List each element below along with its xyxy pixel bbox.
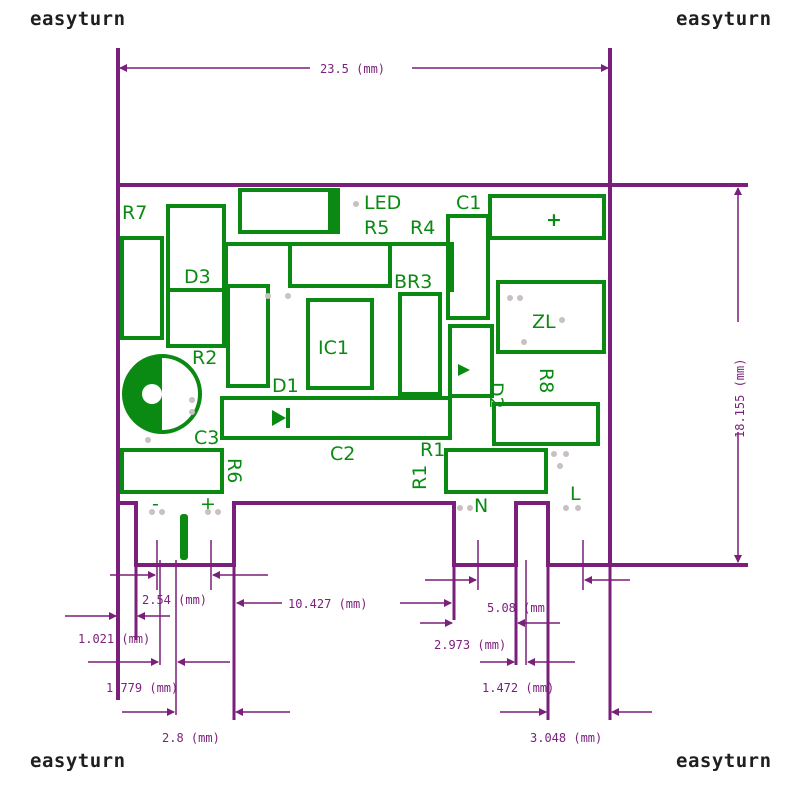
label-c1-plus: +	[546, 209, 562, 231]
d1-c2-footprint	[220, 396, 452, 440]
ic1-left-footprint	[226, 284, 270, 388]
r8-footprint	[492, 402, 600, 446]
r1-footprint	[444, 448, 548, 494]
zl-footprint	[496, 280, 606, 354]
pads	[145, 201, 581, 515]
label-d3: D3	[184, 266, 211, 288]
label-3-048: 3.048 (mm)	[530, 731, 602, 745]
board-outline	[116, 48, 748, 720]
dimension-width: 23.5 (mm)	[119, 62, 609, 76]
dimension-height: 18.155 (mm)	[733, 187, 747, 563]
label-2-54: 2.54 (mm)	[142, 593, 207, 607]
pcb-components: LED R7 D3 R5 R4 C1 + R2 IC1 BR3 ZL	[120, 188, 606, 560]
label-minus: -	[152, 493, 159, 515]
label-c3: C3	[194, 427, 219, 449]
label-br3: BR3	[394, 271, 432, 293]
bottom-dimensions: 2.54 (mm) 10.427 (mm) 1.021 (mm) 1.779 (…	[65, 540, 652, 745]
label-r7: R7	[122, 202, 147, 224]
watermark-top-left: easyturn	[30, 8, 126, 30]
label-r8: R8	[535, 368, 557, 393]
d1-diode-symbol	[272, 410, 286, 426]
r7-footprint	[120, 236, 164, 340]
watermark-top-right: easyturn	[676, 8, 772, 30]
led-footprint	[238, 188, 340, 234]
label-r1-b: R1	[409, 465, 431, 490]
label-r6: R6	[223, 458, 245, 483]
label-c2: C2	[330, 443, 355, 465]
pin-bar	[180, 514, 188, 560]
label-height: 18.155 (mm)	[733, 359, 747, 438]
label-2-973: 2.973 (mm)	[434, 638, 506, 652]
label-1-021: 1.021 (mm)	[78, 632, 150, 646]
label-n: N	[474, 495, 488, 517]
label-d1: D1	[272, 375, 299, 397]
label-r1-a: R1	[420, 439, 445, 461]
label-width: 23.5 (mm)	[320, 62, 385, 76]
label-plus: +	[200, 493, 216, 515]
watermark-bottom-right: easyturn	[676, 750, 772, 772]
label-r5: R5	[364, 217, 389, 239]
label-5-08: 5.08 (mm)	[487, 601, 552, 615]
c1-cap-footprint	[488, 194, 606, 240]
label-led: LED	[364, 192, 401, 214]
label-r2: R2	[192, 347, 217, 369]
label-10-427: 10.427 (mm)	[288, 597, 367, 611]
label-1-472: 1.472 (mm)	[482, 681, 554, 695]
label-l: L	[570, 483, 581, 505]
r5-footprint	[288, 242, 392, 288]
watermark-bottom-left: easyturn	[30, 750, 126, 772]
label-ic1: IC1	[318, 337, 349, 359]
d2-footprint	[448, 324, 494, 398]
label-c1: C1	[456, 192, 481, 214]
c1-footprint	[446, 214, 490, 320]
label-zl: ZL	[532, 311, 556, 333]
br3-footprint	[398, 292, 442, 396]
label-r4: R4	[410, 217, 435, 239]
r6-footprint	[120, 448, 224, 494]
ic1-footprint	[306, 298, 374, 390]
label-1-779: 1.779 (mm)	[106, 681, 178, 695]
label-2-8: 2.8 (mm)	[162, 731, 220, 745]
